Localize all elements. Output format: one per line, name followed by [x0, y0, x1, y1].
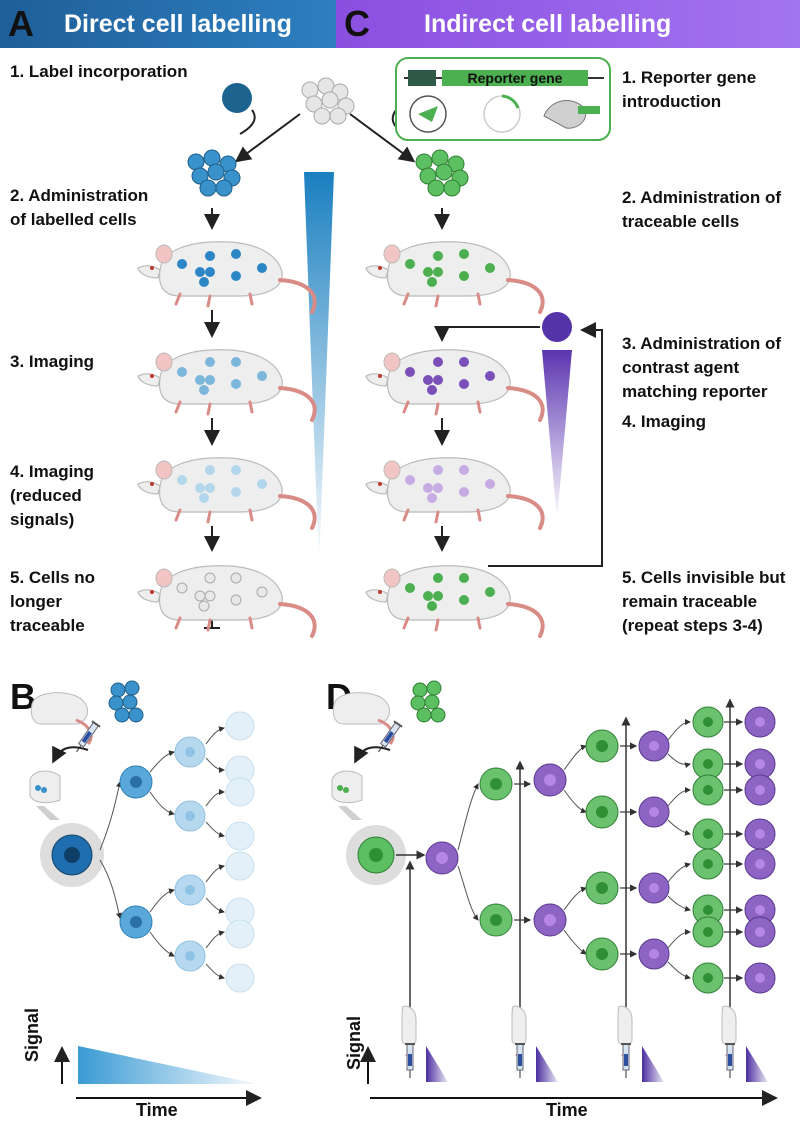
mouse-a-4-cells: [176, 572, 268, 612]
arrow-to-traceable: [349, 113, 416, 163]
arrow-merge-label: [239, 109, 256, 135]
b-cluster: [108, 680, 144, 723]
panel-letter-c: C: [344, 3, 370, 44]
indirect-step-2: 2. Administration of traceable cells: [622, 188, 781, 231]
d-green-gen1: [479, 767, 513, 937]
header-direct: A Direct cell labelling: [0, 0, 336, 48]
mouse-a-3-cells: [177, 465, 267, 503]
indirect-step-4: 4. Imaging: [622, 412, 707, 431]
d-cluster: [410, 680, 446, 723]
direct-step-2: 2. Administration of labelled cells: [10, 186, 149, 229]
d-timepoint-1: [401, 1005, 448, 1082]
mouse-c-2-cells: [405, 357, 495, 395]
b-gen1-cells: [119, 765, 153, 939]
header-direct-title: Direct cell labelling: [64, 10, 292, 38]
mouse-a-2-cells: [177, 357, 267, 395]
d-timepoint-lines: [405, 698, 735, 1032]
d-timepoint-2: [511, 1005, 558, 1082]
mouse-a-1-cells: [177, 249, 267, 287]
b-inject-arrow: [52, 745, 89, 764]
d-timepoint-3: [617, 1005, 664, 1082]
labelled-cell-cluster: [187, 149, 241, 197]
d-timepoint-4: [721, 1005, 768, 1082]
d-conversion-arrows: [514, 718, 744, 982]
direct-step-3: 3. Imaging: [10, 352, 95, 371]
header-indirect: C Indirect cell labelling: [336, 0, 800, 48]
indirect-step-3: 3. Administration of contrast agent matc…: [622, 334, 781, 401]
d-purple-gen0: [425, 841, 459, 875]
unlabelled-cell-cluster: [301, 77, 355, 125]
mouse-a-3: [136, 455, 317, 530]
b-gen2-cells: [174, 736, 206, 972]
mouse-c-4: [364, 563, 545, 638]
mouse-a-1: [136, 239, 317, 314]
d-mouse-small: [331, 770, 363, 804]
header-indirect-title: Indirect cell labelling: [424, 10, 672, 38]
d-purple-gen1: [533, 763, 567, 937]
reporter-gene-box: [395, 57, 611, 141]
d-green-gen3-nuclei: [703, 717, 713, 983]
mouse-c-2: [364, 347, 545, 422]
b-mouse-small: [29, 770, 61, 804]
mouse-a-4: [136, 563, 317, 638]
d-mouse-top: [332, 692, 395, 746]
d-green-gen3: [692, 706, 724, 994]
b-mouse-top: [30, 692, 93, 746]
indirect-step-1: 1. Reporter gene introduction: [622, 68, 757, 111]
d-lineage-lines: [457, 719, 691, 980]
repeat-loop-arrow: [488, 322, 603, 567]
arrow-to-labelled: [234, 113, 301, 163]
b-gen2-nuclei: [185, 747, 195, 961]
mouse-c-1-cells: [405, 249, 495, 287]
b-lineage-lines: [99, 726, 225, 980]
flow-arrows: [204, 208, 450, 552]
contrast-agent-circle: [542, 312, 572, 342]
direct-step-4: 4. Imaging (reduced signals): [10, 462, 95, 529]
mouse-c-1: [364, 239, 545, 314]
b-xlabel: Time: [136, 1100, 178, 1120]
b-zoom-cone: [36, 806, 60, 820]
b-gen3-cells: [225, 711, 255, 993]
d-purple-gen3: [744, 706, 776, 994]
d-inject-arrow: [354, 745, 391, 764]
d-xlabel: Time: [546, 1100, 588, 1120]
panel-letter-a: A: [8, 3, 34, 44]
label-agent-circle: [222, 83, 252, 113]
d-zoom-cone: [338, 806, 362, 820]
signal-decay-triangle: [304, 172, 334, 566]
arrow-contrast-to-mouse: [434, 326, 540, 342]
d-purple-gen2: [638, 730, 670, 970]
b-signal-wedge: [78, 1046, 258, 1084]
mouse-c-3: [364, 455, 545, 530]
mouse-c-3-cells: [405, 465, 495, 503]
indirect-step-5: 5. Cells invisible but remain traceable …: [622, 568, 786, 635]
direct-step-5: 5. Cells no longer traceable: [10, 568, 96, 635]
contrast-decay-triangle: [542, 350, 572, 520]
direct-step-1: 1. Label incorporation: [10, 62, 188, 81]
d-purple-gen3-nuclei: [755, 717, 765, 983]
mouse-c-4-cells: [405, 573, 495, 611]
mouse-a-2: [136, 347, 317, 422]
traceable-cell-cluster: [415, 149, 469, 197]
reporter-gene-label: Reporter gene: [468, 70, 563, 86]
d-green-gen2: [585, 729, 619, 971]
